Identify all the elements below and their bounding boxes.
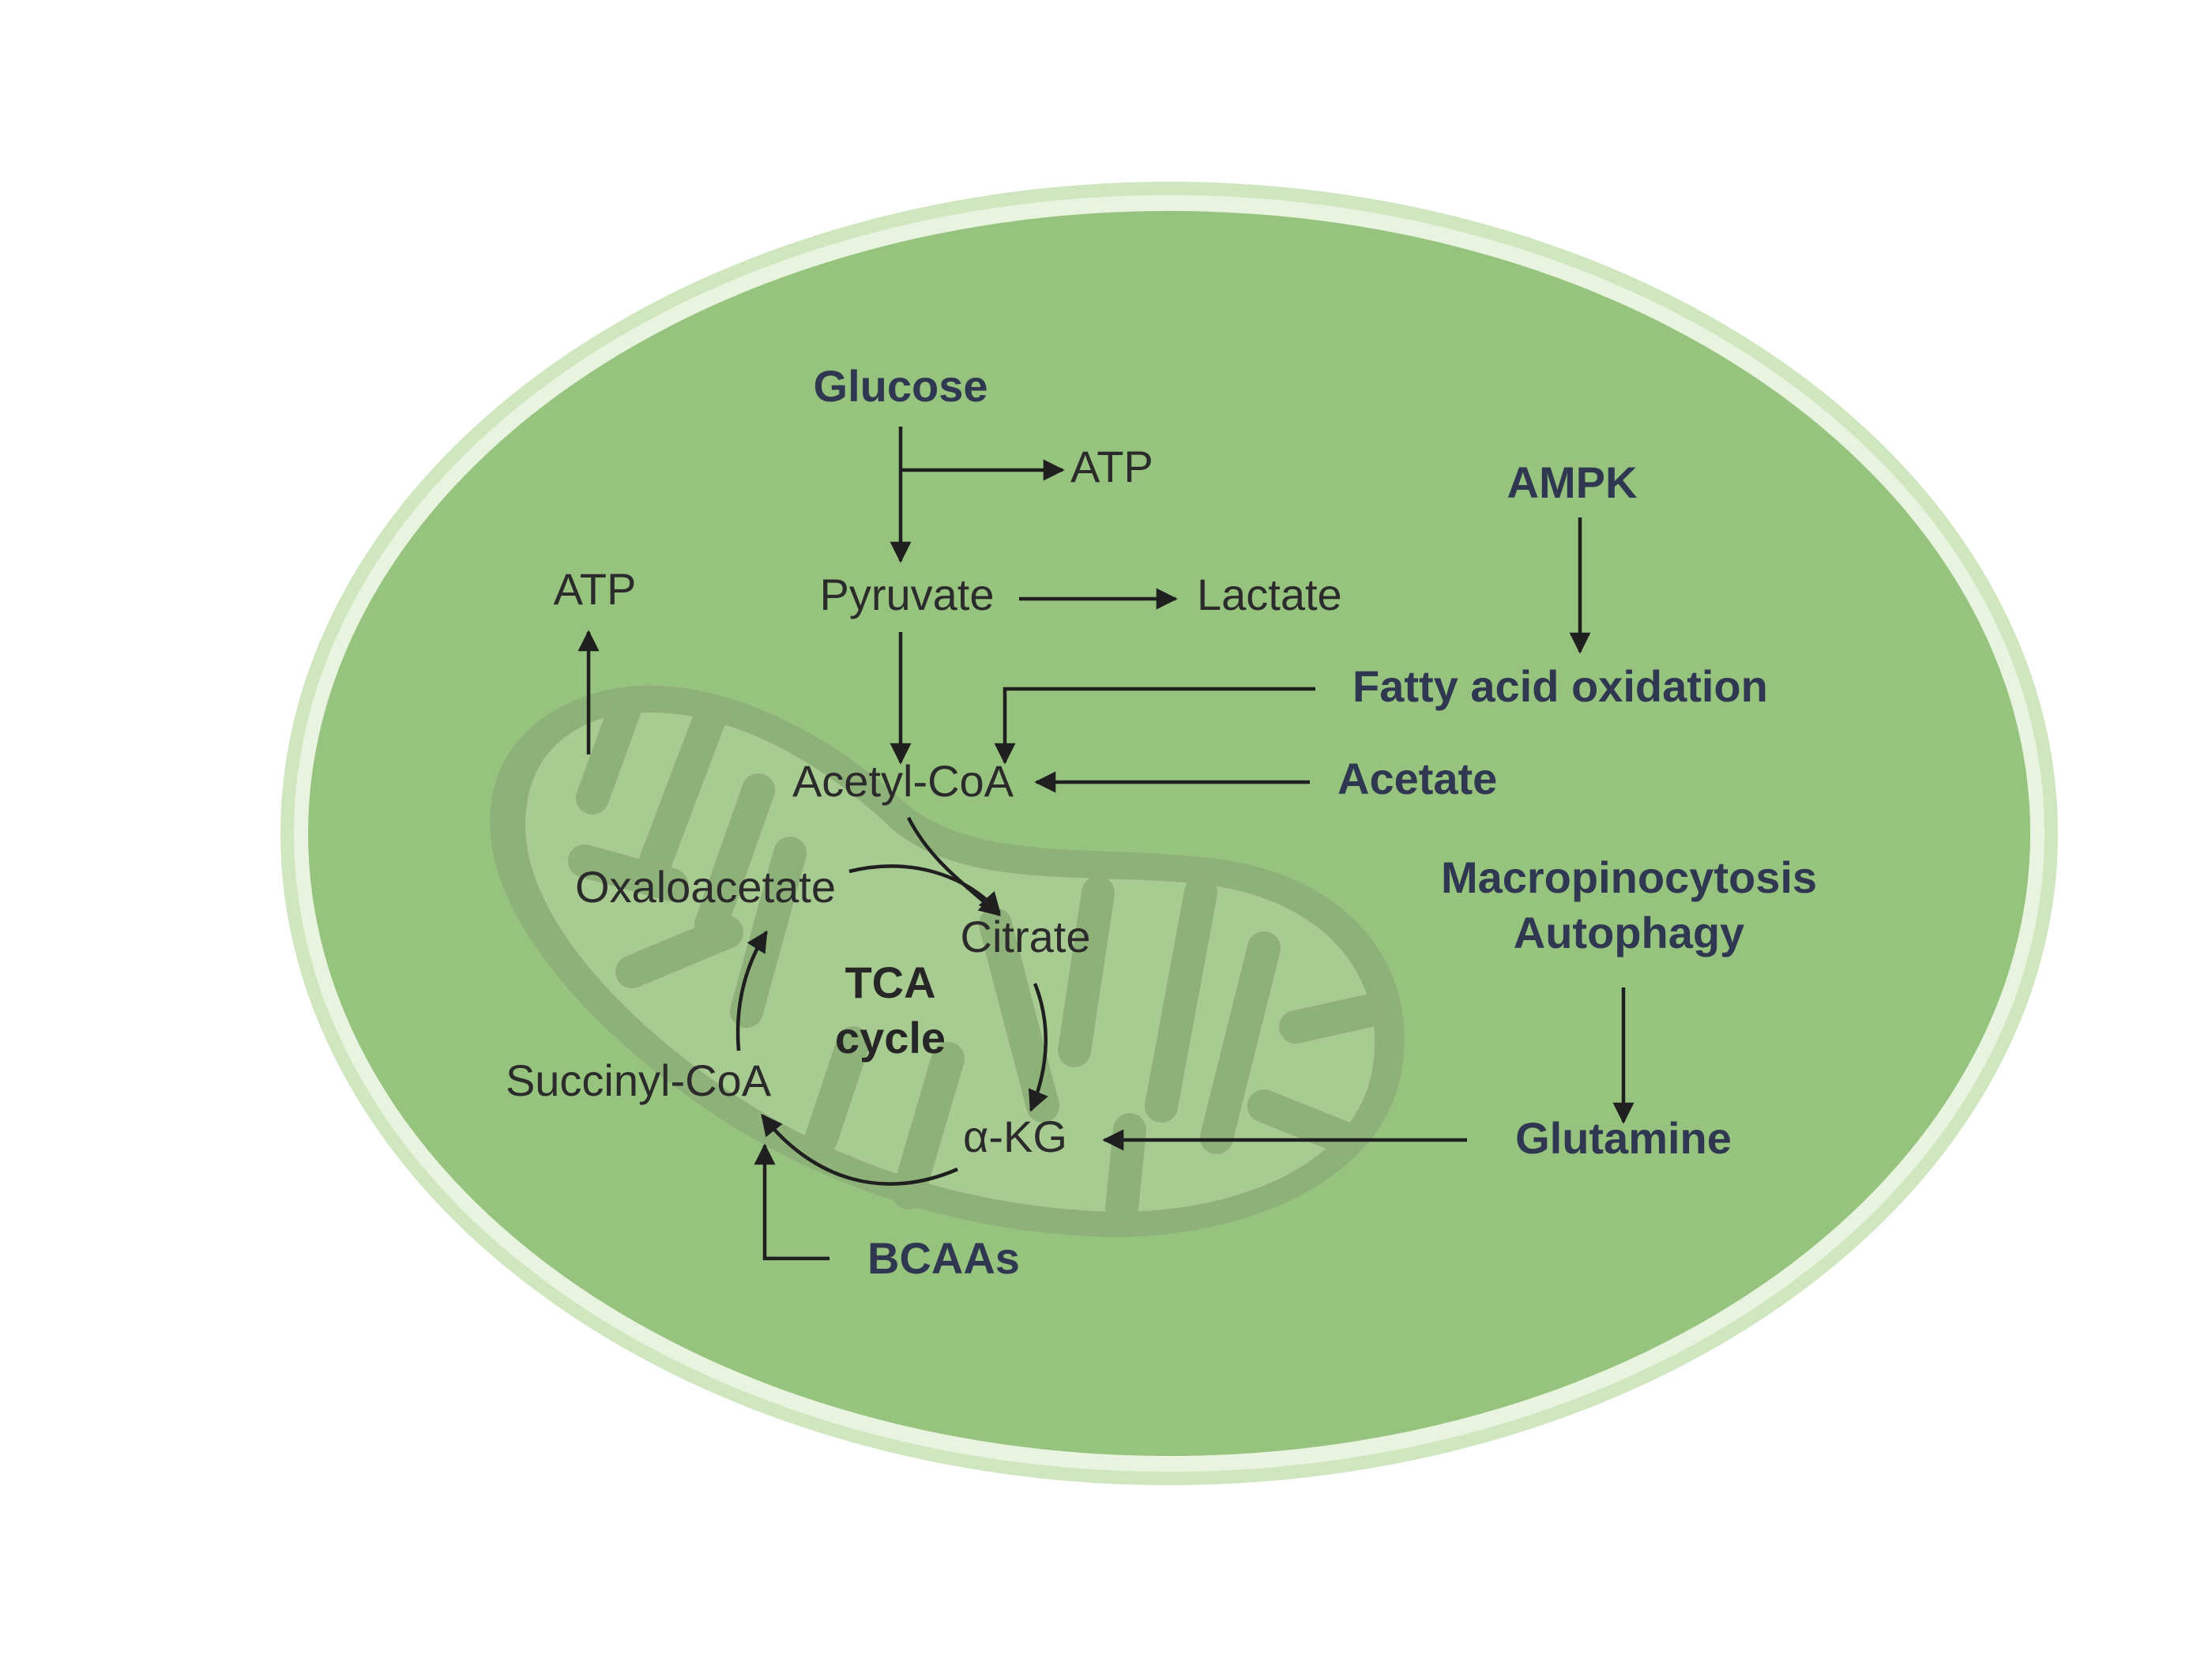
tca-cycle-label-line1: TCA	[845, 957, 935, 1007]
lactate-label: Lactate	[1197, 570, 1342, 619]
acetate-label: Acetate	[1337, 754, 1497, 803]
bcaas-to-succinylcoa-arrow	[754, 1143, 830, 1261]
acetyl-coa-label: Acetyl-CoA	[792, 756, 1014, 806]
fatty-acid-oxidation-label: Fatty acid oxidation	[1352, 661, 1768, 711]
ampk-label: AMPK	[1507, 457, 1638, 507]
labels: Glucose ATP Pyruvate Lactate ATP AMPK Fa…	[506, 361, 1817, 1283]
succinyl-coa-label: Succinyl-CoA	[506, 1055, 772, 1105]
alpha-kg-label: α-KG	[963, 1112, 1067, 1161]
glucose-label: Glucose	[814, 361, 988, 411]
oxaloacetate-label: Oxaloacetate	[575, 862, 836, 912]
mitochondrion	[490, 685, 1405, 1237]
tca-cycle-label-line2: cycle	[835, 1013, 946, 1063]
cell	[280, 182, 2058, 1485]
akg-to-succinylcoa-arrow	[761, 1113, 958, 1186]
glutamine-label: Glutamine	[1515, 1113, 1732, 1163]
cell-cytoplasm	[308, 211, 2030, 1456]
oxaloacetate-to-citrate-arrow	[848, 864, 1001, 915]
fao-to-acetylcoa-arrow	[994, 687, 1315, 765]
pyruvate-label: Pyruvate	[820, 570, 995, 619]
autophagy-label: Autophagy	[1514, 908, 1744, 957]
citrate-to-akg-arrow	[1028, 983, 1048, 1112]
citrate-label: Citrate	[961, 912, 1091, 961]
mitochondrion-cristae	[568, 694, 1383, 1225]
atp-glycolysis-label: ATP	[1070, 442, 1153, 491]
arrows	[577, 427, 1635, 1261]
bcaas-label: BCAAs	[867, 1233, 1020, 1283]
succinylcoa-to-oxaloacetate-arrow	[735, 930, 768, 1051]
atp-mito-label: ATP	[554, 564, 637, 614]
macropinocytosis-label: Macropinocytosis	[1441, 852, 1817, 902]
